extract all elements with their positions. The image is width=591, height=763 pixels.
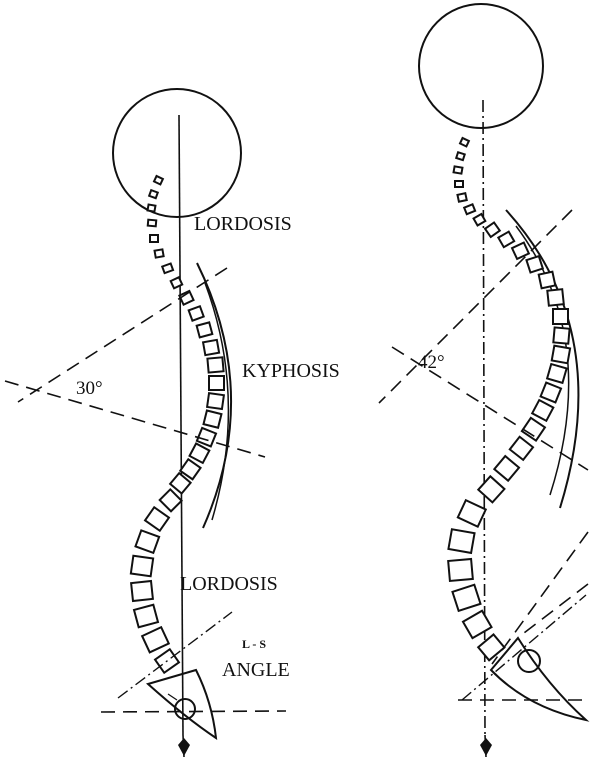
left-spine-figure: LORDOSIS KYPHOSIS LORDOSIS L - S ANGLE 3…: [5, 89, 340, 757]
left-cervical-vertebrae: [148, 176, 183, 288]
right-spine-figure: 42°: [379, 4, 588, 757]
left-thoracic-vertebrae: [160, 291, 224, 511]
left-lumbar-vertebrae: [131, 507, 179, 672]
right-plumb-bob: [480, 738, 492, 756]
right-kyphosis-angle-value: 42°: [418, 352, 445, 373]
left-plumb-line: [179, 115, 183, 735]
right-head-circle: [419, 4, 543, 128]
label-upper-lordosis: LORDOSIS: [194, 213, 292, 235]
right-thoracic-vertebrae: [478, 222, 570, 502]
label-ls: L - S: [242, 637, 266, 651]
label-kyphosis: KYPHOSIS: [242, 360, 340, 382]
label-lower-lordosis: LORDOSIS: [180, 573, 278, 595]
left-plumb-bob: [178, 738, 190, 756]
left-kyphosis-angle-value: 30°: [76, 378, 103, 399]
right-plumb-line: [483, 100, 485, 735]
right-sacrum: [491, 638, 586, 720]
label-ls-angle: ANGLE: [222, 659, 290, 681]
right-lumbar-vertebrae: [448, 500, 504, 660]
right-cervical-vertebrae: [454, 138, 486, 225]
left-head-circle: [113, 89, 241, 217]
